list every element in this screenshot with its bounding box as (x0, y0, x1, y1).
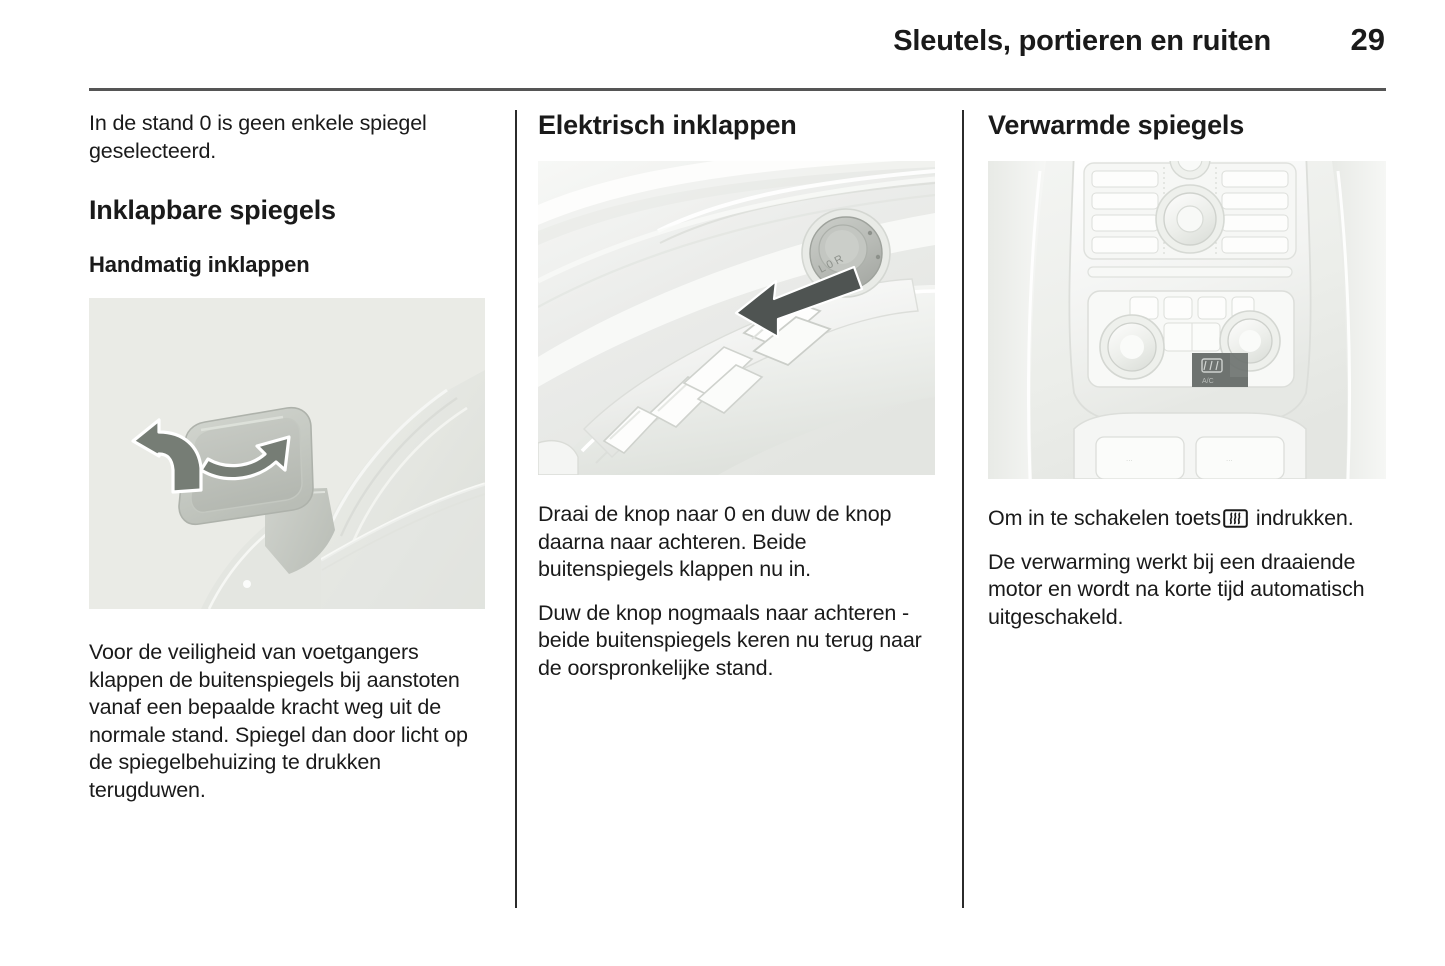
page-header: Sleutels, portieren en ruiten 29 (89, 22, 1385, 70)
climate-control-block: A/C (1087, 290, 1295, 388)
intro-paragraph: In de stand 0 is geen enkele spiegel ges… (89, 111, 427, 163)
column-divider-right (962, 110, 964, 908)
audio-button-block (1083, 161, 1297, 260)
svg-text:...: ... (1226, 454, 1233, 463)
svg-text:A/C: A/C (1202, 378, 1214, 385)
section-title-elektrisch-inklappen: Elektrisch inklappen (538, 110, 797, 140)
column-right: Verwarmde spiegels (988, 110, 1388, 631)
manual-folding-mirror-graphic (89, 298, 485, 610)
subsection-title-handmatig-inklappen: Handmatig inklappen (89, 252, 310, 278)
center-console-illustration: A/C ... ... (988, 161, 1386, 480)
mirror-adjust-knob: L 0 R (801, 208, 891, 298)
content-columns: In de stand 0 is geen enkele spiegel ges… (0, 110, 1445, 910)
door-switch-panel-graphic: L 0 R (538, 161, 935, 476)
column-middle: Elektrisch inklappen (538, 110, 938, 682)
section-title-inklapbare-spiegels: Inklapbare spiegels (89, 195, 336, 225)
page-title: Sleutels, portieren en ruiten (893, 25, 1271, 57)
svg-text:...: ... (1126, 454, 1133, 463)
section-title-verwarmde-spiegels: Verwarmde spiegels (988, 110, 1245, 140)
manual-folding-mirror-illustration (89, 298, 485, 610)
heated-mirror-text-before: Om in te schakelen toets (988, 506, 1222, 531)
safety-paragraph: Voor de veiligheid van voetgangers klapp… (89, 640, 468, 802)
heated-mirror-paragraph-2: De verwarming werkt bij een draaiende mo… (988, 549, 1365, 629)
mirror-fold-arrow (131, 418, 203, 495)
page-number: 29 (1350, 22, 1385, 57)
electric-fold-paragraph-1: Draai de knop naar 0 en duw de knop daar… (538, 502, 892, 582)
column-left: In de stand 0 is geen enkele spiegel ges… (89, 110, 489, 804)
heated-mirror-icon (1223, 509, 1248, 528)
door-switch-panel-illustration: L 0 R (538, 161, 935, 476)
electric-fold-paragraph-2: Duw de knop nogmaals naar achteren - bei… (538, 600, 922, 680)
header-rule (89, 88, 1386, 91)
center-console-graphic: A/C ... ... (988, 161, 1386, 480)
push-switch-arrow (734, 265, 864, 339)
mirror-inner-arrow (199, 435, 291, 481)
heated-mirror-text-after: indrukken. (1255, 506, 1354, 531)
heated-mirror-paragraph-1: Om in te schakelen toets indrukken. (988, 505, 1388, 533)
window-switch-front-pair (682, 346, 764, 415)
heated-mirror-button-highlight: A/C (1192, 353, 1248, 388)
column-divider-left (515, 110, 517, 908)
